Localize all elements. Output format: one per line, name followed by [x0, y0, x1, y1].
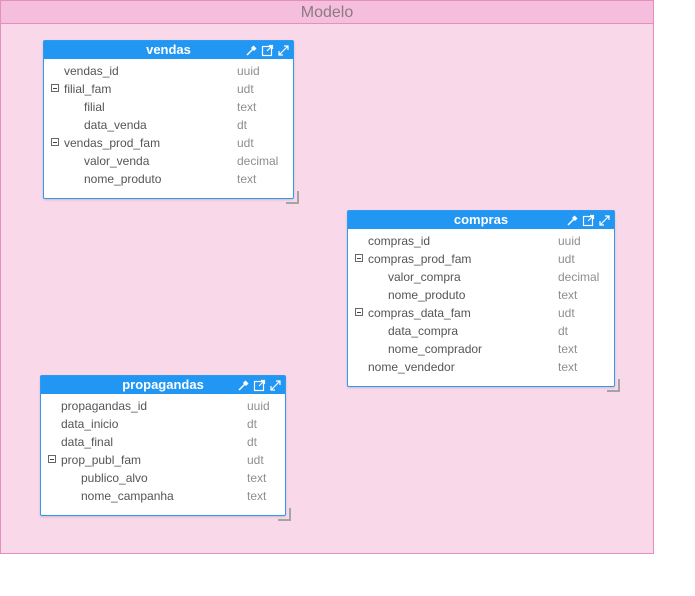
eyedropper-icon[interactable] [237, 379, 250, 392]
field-type: uuid [558, 234, 581, 248]
field-type: dt [247, 417, 258, 431]
field-name: filial [84, 100, 105, 114]
entity-title: compras [453, 212, 509, 227]
field-row[interactable]: compras_prod_fam udt [348, 250, 614, 268]
entity-header[interactable]: propagandas [41, 376, 285, 394]
field-name: vendas_prod_fam [64, 136, 161, 150]
field-row[interactable]: prop_publ_fam udt [41, 451, 285, 469]
collapse-toggle-icon[interactable] [51, 138, 59, 146]
field-name: publico_alvo [81, 471, 148, 485]
field-name: prop_publ_fam [61, 453, 142, 467]
resize-handle[interactable] [286, 191, 299, 204]
resize-handle[interactable] [278, 508, 291, 521]
field-type: uuid [247, 399, 270, 413]
field-name: nome_produto [84, 172, 162, 186]
entity-title: propagandas [122, 377, 204, 392]
field-name: compras_id [368, 234, 431, 248]
entity-header[interactable]: vendas [44, 41, 293, 59]
canvas-title: Modelo [1, 1, 653, 24]
field-type: decimal [558, 270, 600, 284]
collapse-toggle-icon[interactable] [51, 84, 59, 92]
field-type: udt [237, 82, 254, 96]
field-row[interactable]: nome_comprador text [348, 340, 614, 358]
field-name: data_compra [388, 324, 459, 338]
field-row[interactable]: propagandas_id uuid [41, 397, 285, 415]
field-row[interactable]: nome_vendedor text [348, 358, 614, 376]
expand-icon[interactable] [269, 379, 282, 392]
field-row[interactable]: data_venda dt [44, 116, 293, 134]
field-name: data_venda [84, 118, 147, 132]
field-row[interactable]: valor_compra decimal [348, 268, 614, 286]
field-type: udt [247, 453, 264, 467]
field-type: dt [558, 324, 569, 338]
field-type: dt [247, 435, 258, 449]
field-row[interactable]: compras_id uuid [348, 232, 614, 250]
field-name: nome_campanha [81, 489, 174, 503]
field-name: nome_vendedor [368, 360, 455, 374]
field-name: propagandas_id [61, 399, 148, 413]
field-type: udt [237, 136, 254, 150]
field-name: compras_data_fam [368, 306, 471, 320]
field-type: uuid [237, 64, 260, 78]
expand-icon[interactable] [598, 214, 611, 227]
field-row[interactable]: nome_produto text [44, 170, 293, 188]
entity-header[interactable]: compras [348, 211, 614, 229]
field-type: udt [558, 252, 575, 266]
field-name: data_final [61, 435, 114, 449]
field-row[interactable]: nome_campanha text [41, 487, 285, 505]
collapse-toggle-icon[interactable] [355, 308, 363, 316]
entity-propagandas[interactable]: propagandas propagandas_id uuid data_inic… [40, 375, 291, 521]
field-row[interactable]: nome_produto text [348, 286, 614, 304]
field-type: text [237, 100, 257, 114]
field-type: decimal [237, 154, 279, 168]
field-type: text [558, 288, 578, 302]
field-row[interactable]: vendas_id uuid [44, 62, 293, 80]
field-row[interactable]: data_compra dt [348, 322, 614, 340]
field-row[interactable]: filial_fam udt [44, 80, 293, 98]
field-type: text [247, 489, 267, 503]
field-name: compras_prod_fam [368, 252, 472, 266]
field-type: udt [558, 306, 575, 320]
field-name: filial_fam [64, 82, 112, 96]
field-row[interactable]: data_final dt [41, 433, 285, 451]
field-name: valor_venda [84, 154, 150, 168]
field-row[interactable]: vendas_prod_fam udt [44, 134, 293, 152]
field-name: nome_comprador [388, 342, 483, 356]
open-external-icon[interactable] [253, 379, 266, 392]
field-name: vendas_id [64, 64, 119, 78]
field-type: dt [237, 118, 248, 132]
field-row[interactable]: filial text [44, 98, 293, 116]
eyedropper-icon[interactable] [245, 44, 258, 57]
collapse-toggle-icon[interactable] [355, 254, 363, 262]
field-row[interactable]: valor_venda decimal [44, 152, 293, 170]
entity-title: vendas [146, 42, 191, 57]
field-row[interactable]: compras_data_fam udt [348, 304, 614, 322]
field-row[interactable]: data_inicio dt [41, 415, 285, 433]
open-external-icon[interactable] [582, 214, 595, 227]
field-name: nome_produto [388, 288, 466, 302]
field-name: valor_compra [388, 270, 461, 284]
resize-handle[interactable] [607, 379, 620, 392]
field-type: text [237, 172, 257, 186]
field-type: text [247, 471, 267, 485]
expand-icon[interactable] [277, 44, 290, 57]
collapse-toggle-icon[interactable] [48, 455, 56, 463]
field-row[interactable]: publico_alvo text [41, 469, 285, 487]
field-type: text [558, 360, 578, 374]
field-type: text [558, 342, 578, 356]
field-name: data_inicio [61, 417, 119, 431]
open-external-icon[interactable] [261, 44, 274, 57]
eyedropper-icon[interactable] [566, 214, 579, 227]
